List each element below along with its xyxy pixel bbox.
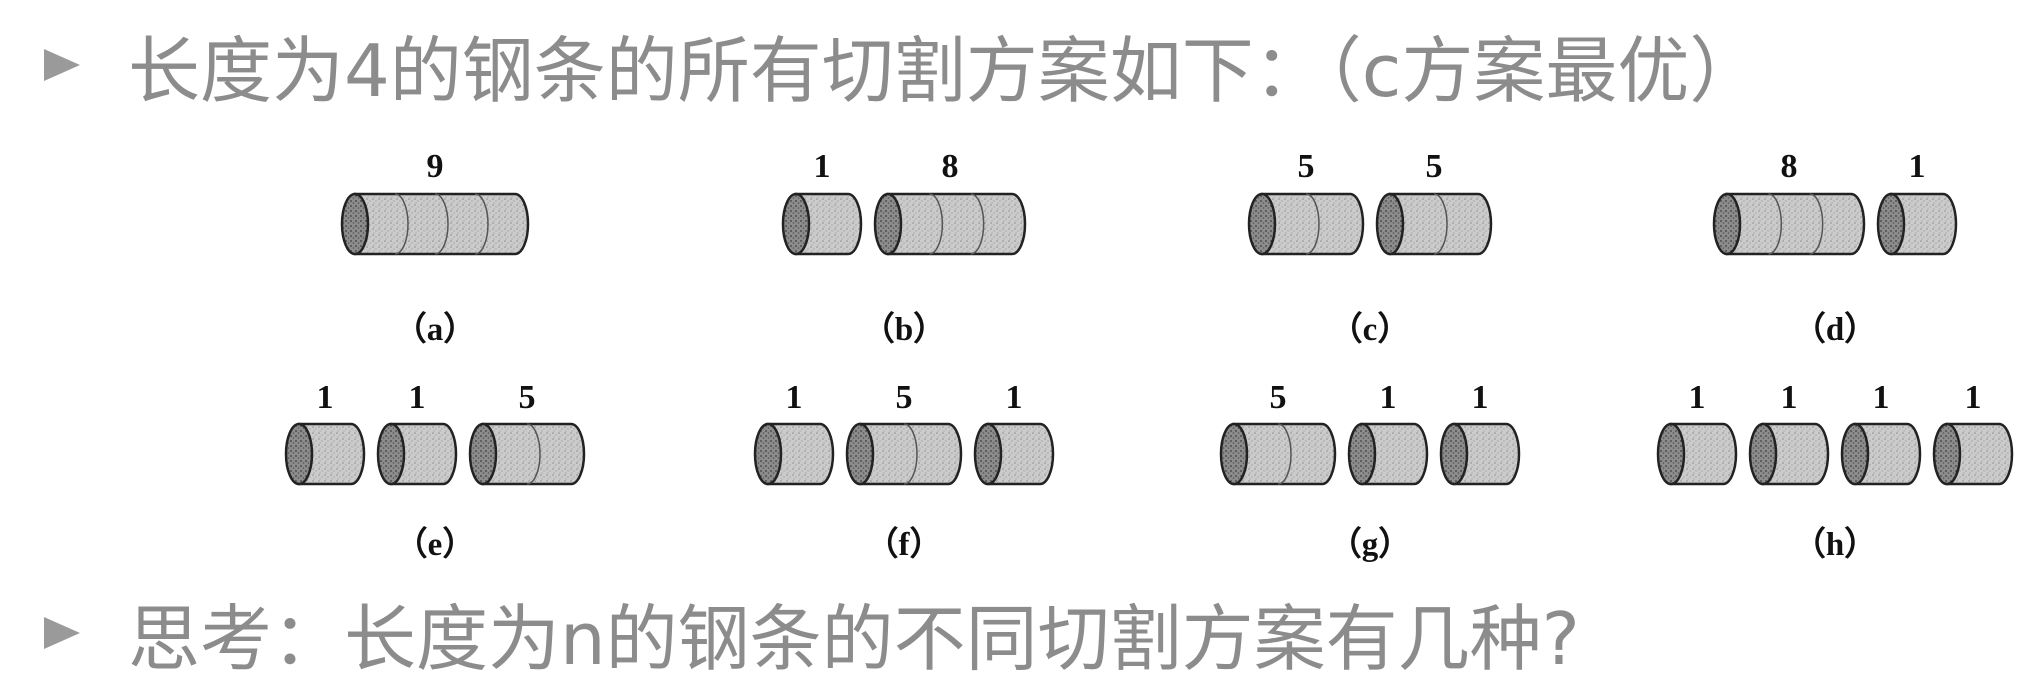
piece-price-label: 9: [427, 148, 444, 185]
heading-line: 长度为4的钢条的所有切割方案如下：（c方案最优）: [40, 12, 1761, 117]
triangle-bullet-icon: [44, 48, 80, 81]
question-line: 思考：长度为n的钢条的不同切割方案有几种?: [40, 580, 1580, 685]
rod-piece: [468, 422, 586, 486]
piece-price-label: 1: [814, 148, 831, 185]
rod-piece: [1347, 422, 1429, 486]
piece-price-label: 1: [409, 379, 426, 416]
rod-piece: [284, 422, 366, 486]
rod-piece: [1439, 422, 1521, 486]
scheme-caption: （e）: [395, 526, 476, 563]
rod-piece: [340, 192, 530, 256]
rod-piece: [873, 192, 1027, 256]
rod-piece: [1876, 192, 1958, 256]
cutting-scheme: 1 5 1 （f）: [753, 379, 1055, 563]
cutting-scheme: 8 1 （d）: [1712, 148, 1958, 348]
piece-price-label: 8: [942, 148, 959, 185]
rod-piece: [1748, 422, 1830, 486]
piece-price-label: 5: [896, 379, 913, 416]
rod-piece: [1932, 422, 2014, 486]
piece-price-label: 1: [1006, 379, 1023, 416]
piece-price-label: 8: [1781, 148, 1798, 185]
triangle-bullet-icon: [44, 616, 80, 649]
piece-price-label: 1: [786, 379, 803, 416]
cutting-scheme: 1 1 5 （e）: [284, 379, 586, 563]
cutting-scheme: 5 5 （c）: [1247, 148, 1493, 348]
rod-piece: [376, 422, 458, 486]
rod-piece: [1840, 422, 1922, 486]
scheme-caption: （b）: [862, 311, 946, 348]
rod-piece: [1247, 192, 1365, 256]
scheme-caption: （h）: [1793, 526, 1877, 563]
scheme-caption: （f）: [866, 526, 943, 563]
rod-piece: [1656, 422, 1738, 486]
rod-piece: [1375, 192, 1493, 256]
scheme-caption: （g）: [1329, 526, 1412, 563]
rod-piece: [753, 422, 835, 486]
piece-price-label: 1: [1873, 379, 1890, 416]
scheme-caption: （c）: [1330, 311, 1411, 348]
piece-price-label: 5: [1426, 148, 1443, 185]
cutting-scheme: 1 1 1 1 （h）: [1656, 379, 2014, 563]
piece-price-label: 1: [1965, 379, 1982, 416]
piece-price-label: 1: [1689, 379, 1706, 416]
heading-text: 长度为4的钢条的所有切割方案如下：（c方案最优）: [128, 29, 1762, 113]
rod-piece: [973, 422, 1055, 486]
piece-price-label: 1: [1909, 148, 1926, 185]
question-text: 思考：长度为n的钢条的不同切割方案有几种?: [128, 597, 1580, 681]
piece-price-label: 5: [1298, 148, 1315, 185]
piece-price-label: 1: [1781, 379, 1798, 416]
rod-piece: [1219, 422, 1337, 486]
scheme-caption: （a）: [394, 311, 477, 348]
rod-piece: [1712, 192, 1866, 256]
piece-price-label: 1: [1380, 379, 1397, 416]
piece-price-label: 5: [1270, 379, 1287, 416]
cutting-scheme: 5 1 1 （g）: [1219, 379, 1521, 563]
cutting-scheme: 1 8 （b）: [781, 148, 1027, 348]
cutting-scheme: 9 （a）: [340, 148, 530, 348]
piece-price-label: 5: [519, 379, 536, 416]
piece-price-label: 1: [317, 379, 334, 416]
rod-piece: [781, 192, 863, 256]
piece-price-label: 1: [1472, 379, 1489, 416]
scheme-caption: （d）: [1793, 311, 1877, 348]
rod-piece: [845, 422, 963, 486]
